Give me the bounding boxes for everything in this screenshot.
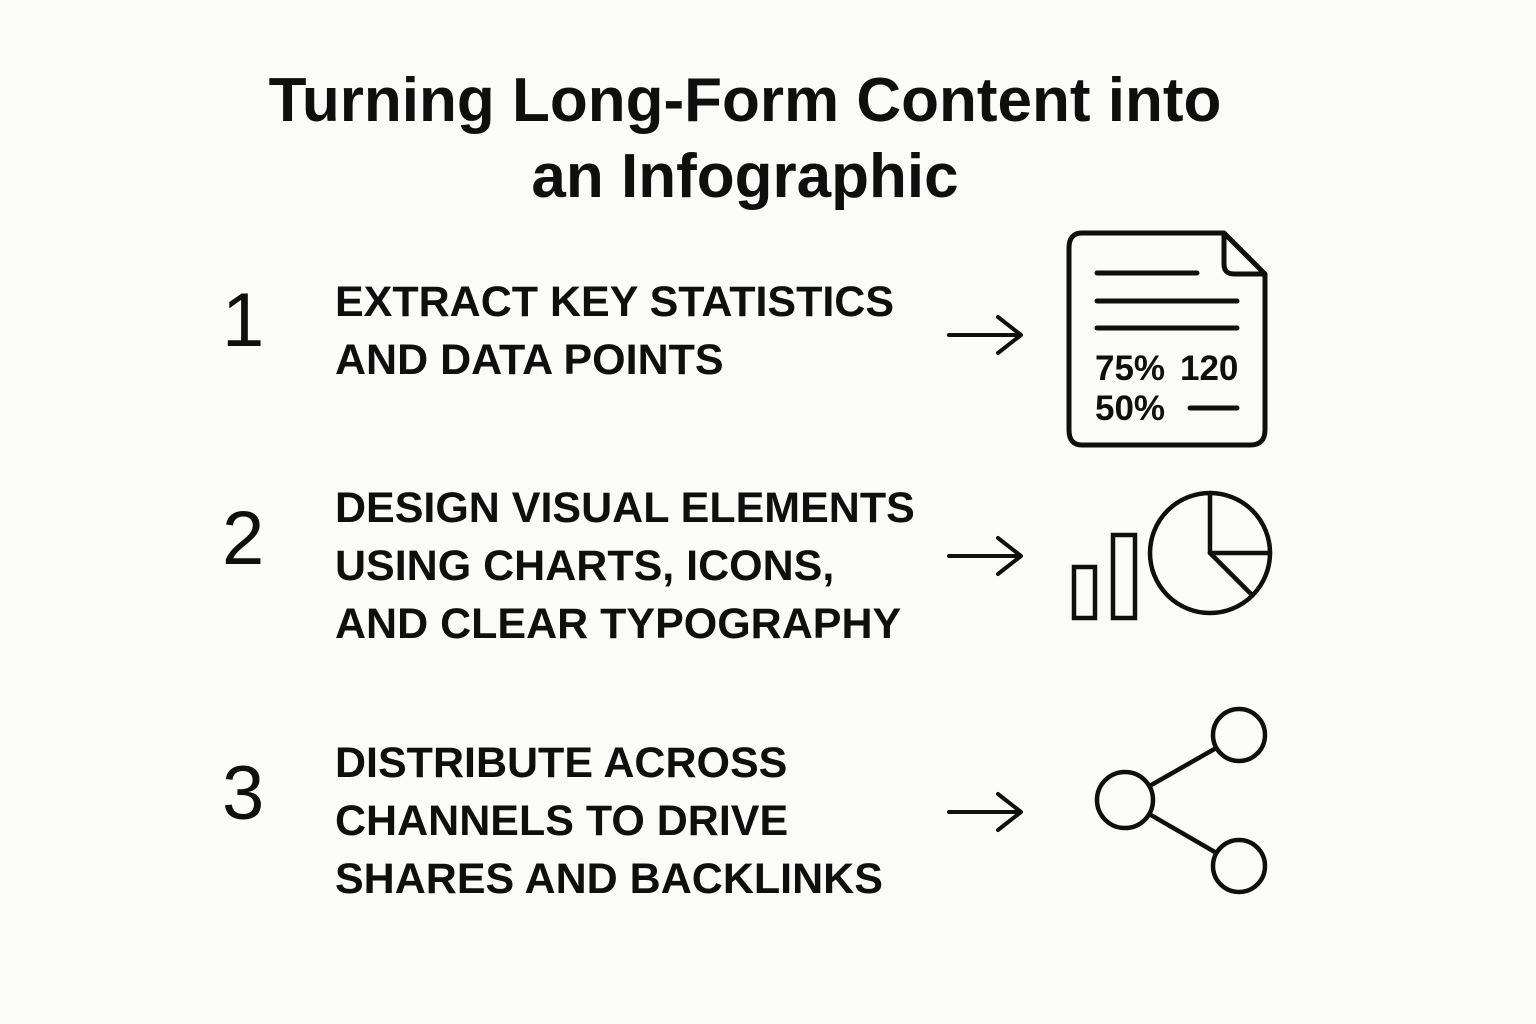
step-2-number: 2: [222, 496, 265, 581]
step-2-line-2: USING CHARTS, ICONS,: [335, 542, 835, 590]
step-1-number: 1: [222, 278, 265, 363]
step-3-line-2: CHANNELS TO DRIVE: [335, 797, 789, 845]
infographic-title-line-1: Turning Long-Form Content into: [268, 66, 1222, 135]
step-2-text: DESIGN VISUAL ELEMENTS USING CHARTS, ICO…: [335, 479, 955, 653]
step-3-number: 3: [222, 751, 265, 836]
step-1-line-2: AND DATA POINTS: [335, 336, 724, 384]
share-network-icon: [1094, 706, 1268, 895]
step-2-line-1: DESIGN VISUAL ELEMENTS: [335, 484, 915, 532]
step-1-text: EXTRACT KEY STATISTICS AND DATA POINTS: [335, 273, 955, 389]
step-3-text: DISTRIBUTE ACROSS CHANNELS TO DRIVE SHAR…: [335, 734, 955, 908]
step-3-arrow-icon: [947, 792, 1023, 832]
step-1-line-1: EXTRACT KEY STATISTICS: [335, 278, 895, 326]
document-stat-a: 75%: [1095, 349, 1165, 388]
step-3-line-1: DISTRIBUTE ACROSS: [335, 739, 788, 787]
document-stat-b: 120: [1180, 349, 1238, 388]
document-stats-icon: 75% 120 50%: [1066, 230, 1268, 448]
bar-pie-chart-icon: [1071, 490, 1273, 621]
step-1-arrow-icon: [947, 315, 1023, 355]
step-2-line-3: AND CLEAR TYPOGRAPHY: [335, 600, 902, 648]
step-2-arrow-icon: [947, 536, 1023, 576]
infographic-title-line-2: an Infographic: [531, 142, 959, 211]
step-3-line-3: SHARES AND BACKLINKS: [335, 855, 883, 903]
document-stat-c: 50%: [1095, 389, 1165, 428]
